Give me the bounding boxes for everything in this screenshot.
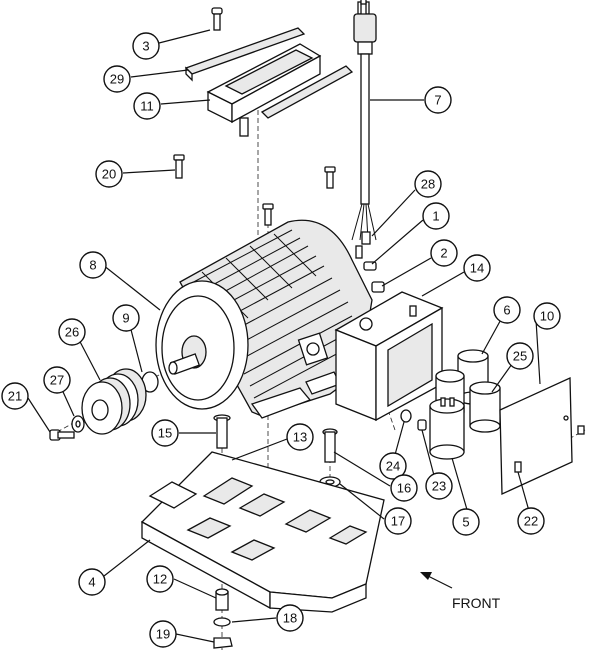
part-25-capacitor xyxy=(469,381,501,433)
callout-4-label: 4 xyxy=(88,575,95,590)
callout-5: 5 xyxy=(452,508,480,536)
part-21-bolt xyxy=(49,429,75,441)
callout-28-label: 28 xyxy=(421,177,435,192)
part-28-connectors xyxy=(355,231,371,259)
callout-2-label: 2 xyxy=(440,246,447,261)
callout-14-label: 14 xyxy=(470,261,484,276)
callout-1: 1 xyxy=(422,202,450,230)
callout-20: 20 xyxy=(95,160,123,188)
callout-29: 29 xyxy=(103,65,131,93)
callout-23-label: 23 xyxy=(432,479,446,494)
part-18-washer xyxy=(213,617,231,627)
callout-22: 22 xyxy=(517,507,545,535)
callout-24-label: 24 xyxy=(386,459,400,474)
part-11-handle xyxy=(206,43,354,137)
callout-2: 2 xyxy=(430,239,458,267)
callout-29-label: 29 xyxy=(110,72,124,87)
part-16-bolt xyxy=(322,428,338,463)
callout-12-label: 12 xyxy=(153,572,167,587)
callout-15: 15 xyxy=(151,419,179,447)
part-10-cover-plate xyxy=(499,376,573,496)
callout-18: 18 xyxy=(276,604,304,632)
callout-25: 25 xyxy=(506,342,534,370)
callout-16-label: 16 xyxy=(397,481,411,496)
callout-12: 12 xyxy=(146,565,174,593)
part-2-wire-nut xyxy=(371,281,385,293)
part-8-motor xyxy=(155,219,373,419)
callout-28: 28 xyxy=(414,170,442,198)
part-14-capacitor-box xyxy=(334,291,444,422)
callout-24: 24 xyxy=(379,452,407,480)
callout-18-label: 18 xyxy=(283,611,297,626)
callout-13: 13 xyxy=(286,423,314,451)
callout-15-label: 15 xyxy=(158,426,172,441)
callout-7-label: 7 xyxy=(434,93,441,108)
callout-27: 27 xyxy=(43,366,71,394)
callout-19: 19 xyxy=(149,620,177,648)
callout-26-label: 26 xyxy=(65,325,79,340)
part-27-washer xyxy=(71,415,85,433)
part-15-bolt xyxy=(213,414,231,449)
part-5-capacitor xyxy=(429,369,465,460)
callout-6-label: 6 xyxy=(503,303,510,318)
callout-5-label: 5 xyxy=(462,515,469,530)
callout-9: 9 xyxy=(112,304,140,332)
callout-23: 23 xyxy=(425,472,453,500)
callout-22-label: 22 xyxy=(524,514,538,529)
callout-19-label: 19 xyxy=(156,627,170,642)
callout-13-label: 13 xyxy=(293,430,307,445)
part-17-washer xyxy=(319,476,341,488)
callout-21: 21 xyxy=(1,382,29,410)
callout-9-label: 9 xyxy=(122,311,129,326)
part-1-grommet xyxy=(363,261,377,271)
part-7-power-cord xyxy=(351,0,377,241)
part-12-spacer xyxy=(215,588,229,611)
callout-3-label: 3 xyxy=(142,39,149,54)
part-3-screw xyxy=(211,7,223,31)
callout-7: 7 xyxy=(424,86,452,114)
front-label: FRONT xyxy=(452,595,501,611)
callout-21-label: 21 xyxy=(8,389,22,404)
front-arrow: FRONT xyxy=(420,572,501,611)
callout-10-label: 10 xyxy=(540,309,554,324)
callout-17-label: 17 xyxy=(391,514,405,529)
part-26-pulley xyxy=(81,368,147,435)
callout-17: 17 xyxy=(384,507,412,535)
callout-16: 16 xyxy=(390,474,418,502)
part-29-strip xyxy=(184,27,306,82)
callout-4: 4 xyxy=(78,568,106,596)
callout-25-label: 25 xyxy=(513,349,527,364)
callout-1-label: 1 xyxy=(432,209,439,224)
part-20-bolts xyxy=(173,154,336,226)
callout-20-label: 20 xyxy=(102,167,116,182)
part-23-screw xyxy=(417,419,427,431)
part-24-washer xyxy=(400,409,412,423)
callout-14: 14 xyxy=(463,254,491,282)
callout-27-label: 27 xyxy=(50,373,64,388)
callout-8: 8 xyxy=(79,251,107,279)
callout-11: 11 xyxy=(133,92,161,120)
callout-8-label: 8 xyxy=(89,258,96,273)
part-19-nut xyxy=(213,637,233,649)
part-4-base-plate xyxy=(140,451,385,613)
callout-10: 10 xyxy=(533,302,561,330)
callout-26: 26 xyxy=(58,318,86,346)
callout-6: 6 xyxy=(493,296,521,324)
callout-3: 3 xyxy=(132,32,160,60)
callout-11-label: 11 xyxy=(140,99,154,114)
